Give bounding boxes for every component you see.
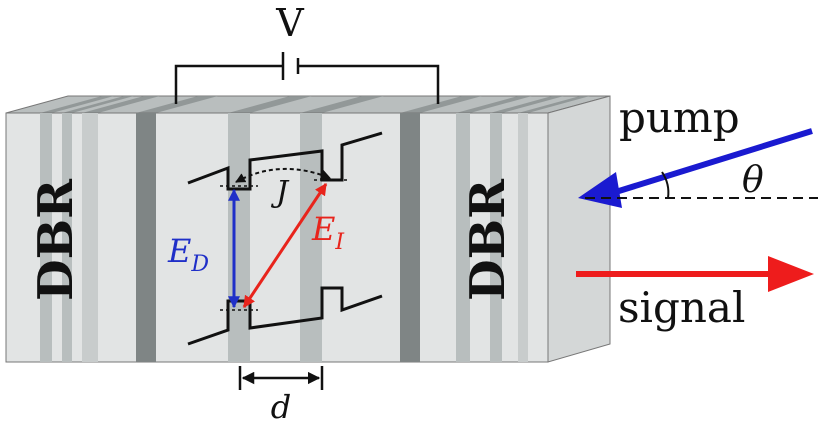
direct-energy-main: E xyxy=(167,232,191,270)
top-face-layers xyxy=(40,96,590,113)
direct-energy-sub: D xyxy=(190,252,209,277)
direct-energy-label: ED xyxy=(167,232,209,277)
voltage-circuit xyxy=(174,52,440,104)
dbr-left-label: DBR xyxy=(28,178,84,301)
signal-label: signal xyxy=(618,283,745,332)
indirect-energy-main: E xyxy=(311,210,335,248)
band-edges xyxy=(187,131,383,346)
valence-band xyxy=(187,286,383,346)
dbr-right-label: DBR xyxy=(460,178,516,301)
indirect-transition-arrow xyxy=(242,183,328,308)
spacing-label: d xyxy=(271,388,291,423)
signal-arrowhead xyxy=(768,256,814,292)
conduction-band xyxy=(187,131,383,191)
indirect-energy-sub: I xyxy=(334,230,345,255)
angle-arc xyxy=(661,171,670,199)
indirect-energy-label: EI xyxy=(311,210,345,255)
coupling-arrow xyxy=(235,167,331,183)
voltage-label: V xyxy=(275,1,304,45)
angle-label: θ xyxy=(742,160,764,201)
pump-label: pump xyxy=(619,93,740,142)
spacing-marker xyxy=(238,366,324,390)
pump-arrow xyxy=(605,128,813,198)
slab-side-face xyxy=(547,95,611,363)
